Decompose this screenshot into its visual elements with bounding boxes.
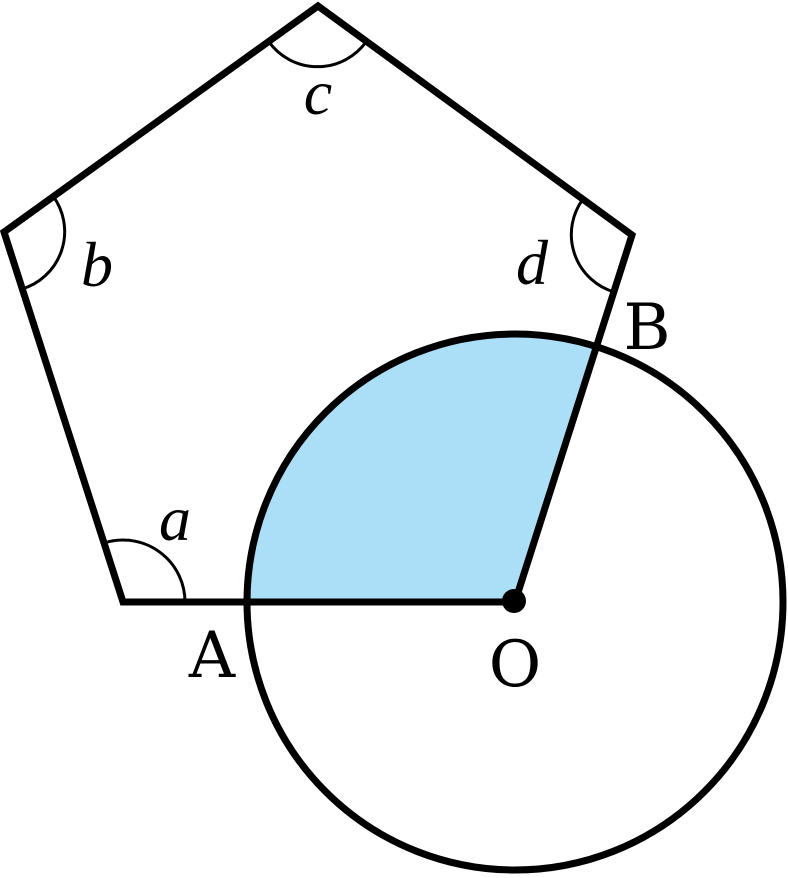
- shaded-sector: [247, 334, 594, 602]
- angle-arc-d: [569, 198, 615, 294]
- angle-label-d: d: [516, 227, 549, 298]
- angle-arc-c: [267, 41, 368, 69]
- center-point-o: [502, 589, 526, 613]
- angle-label-a: a: [159, 483, 191, 554]
- angle-arc-a: [103, 538, 187, 603]
- angle-label-b: b: [81, 229, 113, 300]
- regular-pentagon: [0, 1, 637, 606]
- angle-label-c: c: [304, 57, 332, 128]
- point-label-o: O: [489, 628, 541, 702]
- point-label-a: A: [188, 619, 236, 693]
- point-label-b: B: [623, 291, 670, 365]
- angle-arc-b: [21, 195, 67, 291]
